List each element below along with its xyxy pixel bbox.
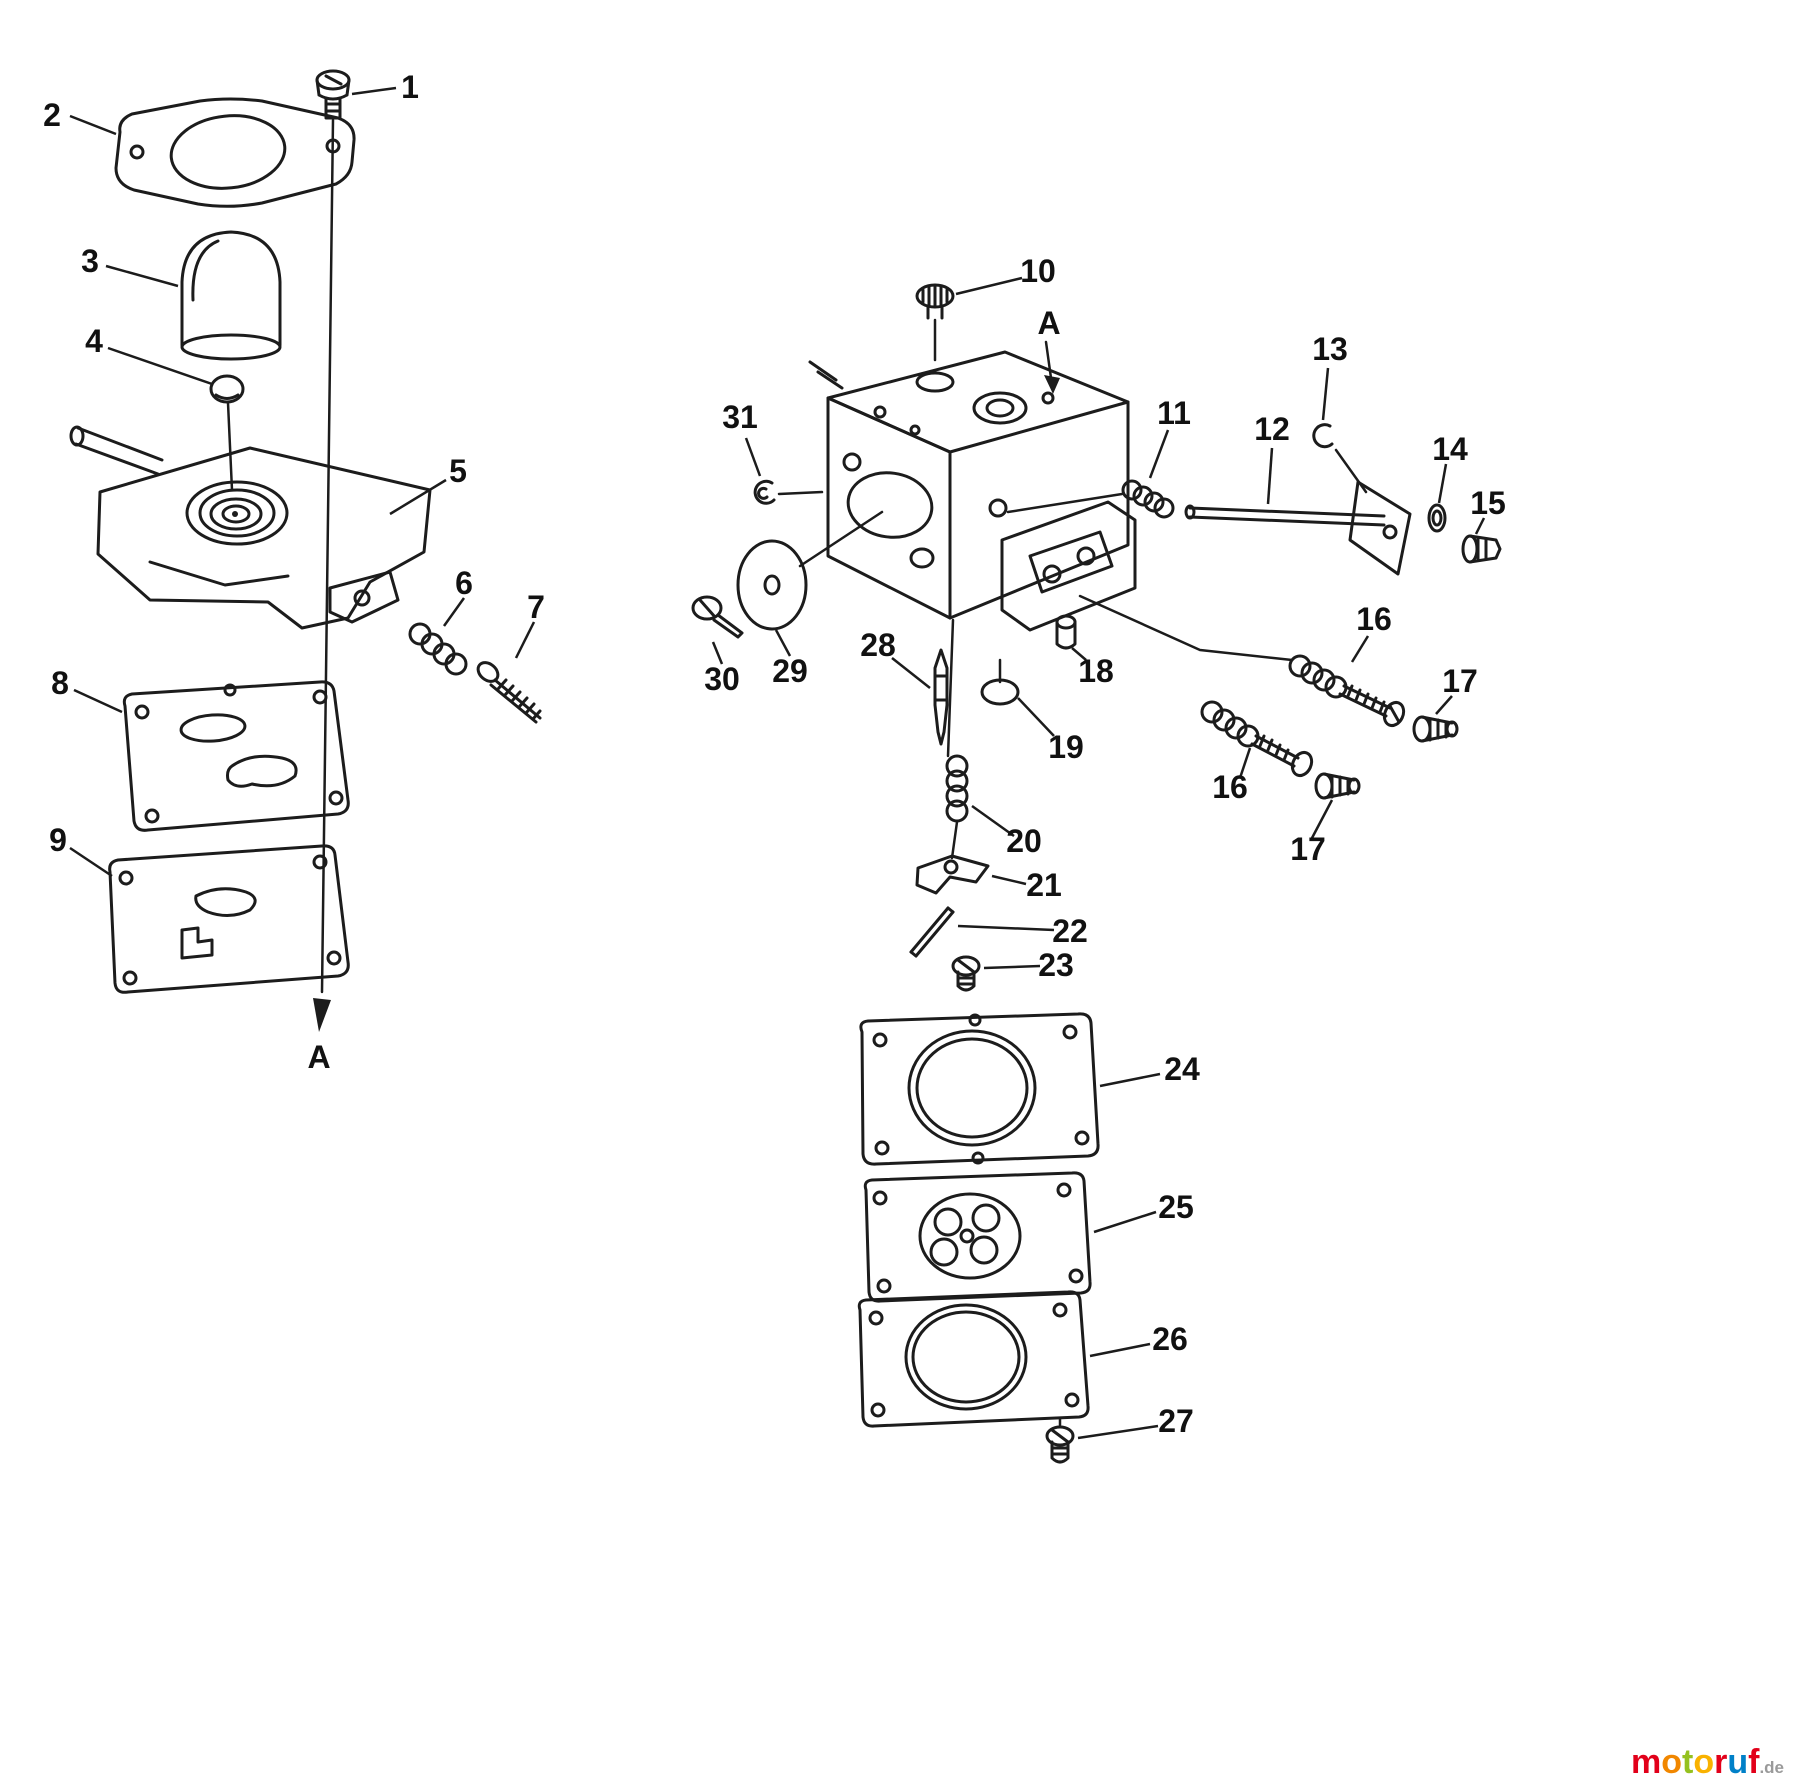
callout-1: 1 — [401, 69, 419, 105]
callout-13: 13 — [1312, 331, 1348, 367]
callout-21: 21 — [1026, 867, 1062, 903]
part-21-lever — [915, 854, 990, 895]
part-9-plate — [108, 844, 350, 994]
callout-25: 25 — [1158, 1189, 1194, 1225]
callout-7: 7 — [527, 589, 545, 625]
part-18-plug — [1055, 614, 1077, 650]
callout-16-upper: 16 — [1356, 601, 1392, 637]
callout-28: 28 — [860, 627, 896, 663]
part-28-inlet-needle — [933, 648, 949, 746]
callout-6: 6 — [455, 565, 473, 601]
part-16-screw-upper — [1288, 654, 1406, 728]
callout-15: 15 — [1470, 485, 1506, 521]
part-6-spring — [408, 622, 468, 676]
watermark-letter: f — [1748, 1743, 1760, 1781]
diagram-line-art — [69, 69, 1502, 1464]
callout-19: 19 — [1048, 729, 1084, 765]
callout-27: 27 — [1158, 1403, 1194, 1439]
callout-labels: 1 2 3 4 5 6 7 8 9 A 10 A 31 11 12 13 14 … — [43, 69, 1506, 1439]
watermark-letter: t — [1681, 1743, 1694, 1781]
callout-11: 11 — [1157, 395, 1191, 431]
part-10-cap — [915, 283, 955, 362]
callout-10: 10 — [1020, 253, 1056, 289]
part-25-diaphragm — [863, 1171, 1092, 1303]
part-30-screw — [691, 595, 744, 639]
part-14-washer — [1427, 503, 1447, 533]
callout-23: 23 — [1038, 947, 1074, 983]
part-4-ball — [209, 374, 245, 492]
callout-8: 8 — [51, 665, 69, 701]
part-31-e-clip — [753, 479, 824, 505]
assembly-axis-left — [313, 118, 335, 1032]
callout-2: 2 — [43, 97, 61, 133]
watermark-letter: o — [1661, 1743, 1682, 1781]
watermark-letter: u — [1727, 1743, 1749, 1781]
part-23-screw — [951, 955, 981, 992]
part-11-spring — [1121, 479, 1175, 519]
watermark-letter: o — [1693, 1743, 1715, 1781]
part-15-plug — [1461, 534, 1502, 564]
callout-a-right: A — [1037, 305, 1060, 341]
part-20-spring — [945, 754, 969, 860]
part-27-screw — [1045, 1417, 1075, 1464]
callout-24: 24 — [1164, 1051, 1200, 1087]
callout-18: 18 — [1078, 653, 1114, 689]
leader-lines — [69, 86, 1486, 1440]
part-12-throttle-shaft — [1184, 480, 1412, 576]
part-1-screw — [315, 69, 351, 120]
callout-31: 31 — [722, 399, 758, 435]
part-24-gasket — [859, 1012, 1100, 1166]
part-19-valve-disc — [980, 658, 1020, 706]
section-arrow-right — [1044, 340, 1060, 394]
callout-9: 9 — [49, 822, 67, 858]
callout-16-lower: 16 — [1212, 769, 1248, 805]
part-5-pump-body — [69, 425, 432, 630]
part-26-gasket — [857, 1290, 1090, 1428]
watermark-letter: m — [1630, 1743, 1662, 1781]
callout-17-lower: 17 — [1290, 831, 1326, 867]
callout-3: 3 — [81, 243, 99, 279]
part-22-pin — [909, 906, 955, 958]
callout-17-upper: 17 — [1442, 663, 1478, 699]
callout-a-left: A — [307, 1039, 330, 1075]
callout-29: 29 — [772, 653, 808, 689]
callout-30: 30 — [704, 661, 740, 697]
watermark-logo: motoruf.de — [1631, 1745, 1784, 1779]
watermark-letter: r — [1714, 1743, 1728, 1781]
callout-4: 4 — [85, 323, 103, 359]
part-13-e-ring — [1312, 423, 1368, 494]
callout-12: 12 — [1254, 411, 1290, 447]
callout-5: 5 — [449, 453, 467, 489]
part-7-screw — [476, 661, 542, 724]
part-29-disc — [736, 510, 884, 631]
part-2-gasket-plate — [114, 97, 356, 208]
part-17-nut-upper — [1412, 715, 1459, 743]
callout-26: 26 — [1152, 1321, 1188, 1357]
callout-14: 14 — [1432, 431, 1468, 467]
carburetor-body — [808, 350, 1294, 758]
part-16-screw-lower — [1200, 700, 1314, 778]
part-17-nut-lower — [1314, 772, 1361, 800]
callout-20: 20 — [1006, 823, 1042, 859]
callout-22: 22 — [1052, 913, 1088, 949]
watermark-suffix: .de — [1759, 1758, 1784, 1777]
part-3-pump-cup — [180, 230, 282, 361]
part-8-gasket — [122, 680, 350, 832]
